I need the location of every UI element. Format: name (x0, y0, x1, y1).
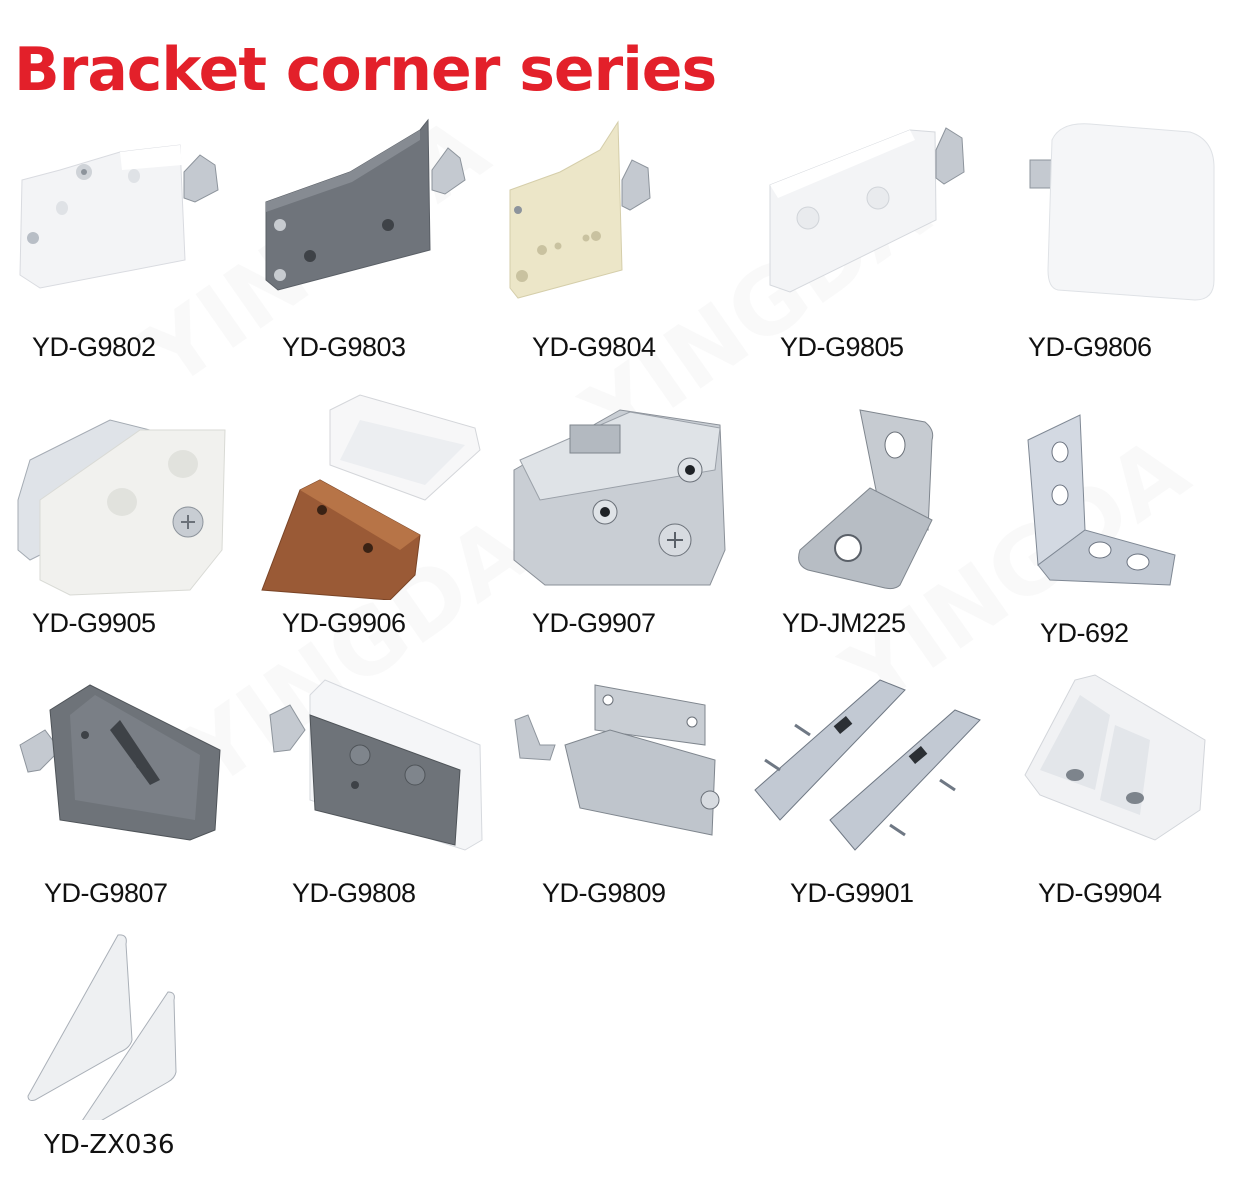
page-title: Bracket corner series (14, 35, 717, 105)
product-code: YD-G9807 (44, 878, 168, 908)
product-code: YD-G9803 (282, 332, 406, 362)
product-card-yd-g9802: YD-G9802 (0, 110, 240, 380)
product-code: YD-G9901 (790, 878, 914, 908)
product-card-yd-692: YD-692 (1000, 390, 1234, 650)
product-image-white-cap-bracket (1029, 123, 1215, 301)
product-code: YD-G9904 (1038, 878, 1162, 908)
product-image-white-corner-block (1024, 674, 1206, 841)
product-image-white-screw-bracket (17, 419, 226, 596)
product-image-grey-white-bracket (269, 679, 483, 851)
product-code: YD-G9806 (1028, 332, 1152, 362)
product-image-chrome-housing (513, 409, 726, 586)
product-card-yd-g9806: YD-G9806 (1000, 110, 1234, 380)
product-card-yd-g9809: YD-G9809 (500, 660, 750, 920)
product-image-steel-l-bracket (798, 409, 934, 590)
product-image-white-cover-bracket (769, 127, 965, 293)
product-image-steel-hook-housing (514, 684, 720, 836)
product-card-yd-g9904: YD-G9904 (1000, 660, 1234, 920)
product-code: YD-G9802 (32, 332, 156, 362)
product-image-white-bracket (19, 144, 219, 289)
product-code: YD-G9805 (780, 332, 904, 362)
product-card-yd-g9803: YD-G9803 (250, 110, 500, 380)
product-code: YD-ZX036 (44, 1130, 175, 1160)
product-code: YD-G9905 (32, 608, 156, 638)
product-card-yd-g9804: YD-G9804 (500, 110, 750, 380)
product-code: YD-G9809 (542, 878, 666, 908)
product-code: YD-692 (1040, 618, 1129, 648)
product-code: YD-JM225 (782, 608, 906, 638)
product-card-yd-g9907: YD-G9907 (500, 390, 750, 650)
product-card-yd-g9906: YD-G9906 (250, 390, 500, 650)
product-image-cream-bracket (509, 120, 651, 299)
product-card-yd-jm225: YD-JM225 (760, 390, 1000, 650)
product-code: YD-G9907 (532, 608, 656, 638)
product-code: YD-G9906 (282, 608, 406, 638)
product-image-zinc-l-bracket (1027, 414, 1176, 586)
product-image-grey-bracket (265, 118, 466, 291)
product-card-yd-g9807: YD-G9807 (0, 660, 240, 920)
product-code: YD-G9804 (532, 332, 656, 362)
product-card-yd-g9905: YD-G9905 (0, 390, 240, 650)
product-image-grey-hook-bracket (19, 684, 221, 841)
product-card-yd-g9808: YD-G9808 (250, 660, 500, 920)
product-image-zinc-hangers (754, 679, 981, 851)
product-code: YD-G9808 (292, 878, 416, 908)
product-card-yd-zx036: YD-ZX036 (0, 930, 240, 1180)
product-card-yd-g9901: YD-G9901 (740, 660, 1000, 920)
product-card-yd-g9805: YD-G9805 (750, 110, 1000, 380)
product-image-shelf-brackets (27, 934, 177, 1120)
product-image-corner-blocks (261, 394, 481, 600)
